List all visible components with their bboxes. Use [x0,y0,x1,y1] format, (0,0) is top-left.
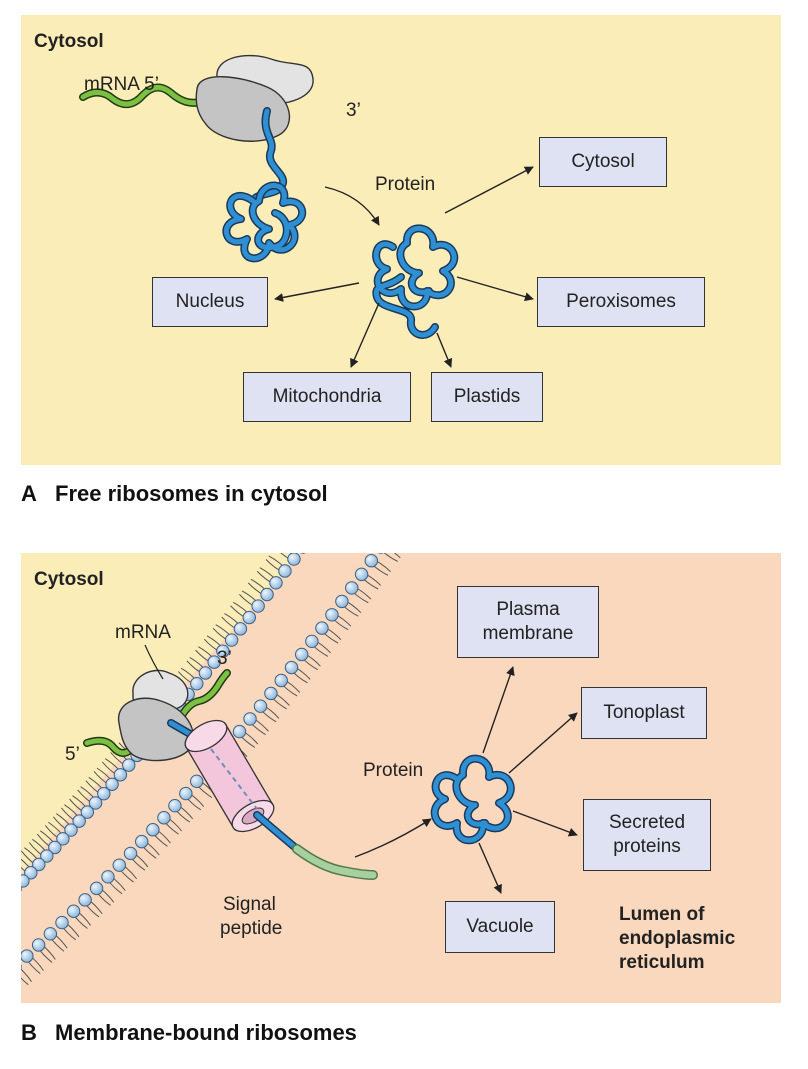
arrow-to-protein [354,818,432,858]
destination-mitochondria: Mitochondria [243,372,411,422]
protein-label: Protein [363,760,424,781]
destination-plasma-membrane: Plasma membrane [457,586,599,658]
arrow-to-tonoplast [508,712,578,774]
destination-peroxisomes: Peroxisomes [537,277,705,327]
caption-text-b: Membrane-bound ribosomes [55,1020,357,1045]
protein-label: Protein [375,174,436,195]
mrna-label: mRNA [115,622,171,643]
panel-b-artwork [21,553,578,986]
panel-b-membrane-bound-ribosomes: Cytosol mRNA 3’ 5’ Protein Signal peptid… [21,553,781,1003]
destination-cytosol: Cytosol [539,137,667,187]
folded-protein-icon [222,181,307,263]
panel-a-free-ribosomes: Cytosol mRNA 5’ 3’ Protein Cytosol Nucle… [21,15,781,465]
folded-protein-icon [372,224,459,339]
arrow-to-protein [324,186,380,226]
caption-letter-a: A [21,481,37,506]
lumen-label-line3: reticulum [619,952,705,973]
arrow-to-cytosol [444,166,534,214]
secreted-proteins-line2: proteins [613,836,681,857]
lumen-label-line1: Lumen of [619,904,705,925]
caption-b: B Membrane-bound ribosomes [21,1020,357,1046]
mrna-3-label: 3’ [346,100,361,121]
destination-tonoplast: Tonoplast [581,687,707,739]
plasma-membrane-line2: membrane [482,623,574,644]
signal-peptide-label-line1: Signal [223,894,276,915]
arrow-to-secreted-proteins [512,810,578,837]
arrow-to-vacuole [478,842,502,894]
folded-protein-icon [430,754,515,845]
signal-peptide-label-line2: peptide [220,918,283,939]
caption-text-a: Free ribosomes in cytosol [55,481,328,506]
mrna-5-label: mRNA 5’ [84,74,159,95]
caption-a: A Free ribosomes in cytosol [21,481,328,507]
plasma-membrane-line1: Plasma [496,599,560,620]
destination-plastids: Plastids [431,372,543,422]
lipid-bilayer-icon [21,553,401,986]
panel-a-artwork [79,54,534,368]
destination-vacuole: Vacuole [445,901,555,953]
arrow-to-plasma-membrane [482,666,515,754]
mrna-3-label: 3’ [217,648,232,669]
region-label-cytosol: Cytosol [34,569,104,590]
region-label-cytosol: Cytosol [34,31,104,52]
destination-nucleus: Nucleus [152,277,268,327]
caption-letter-b: B [21,1020,37,1045]
mrna-5-label: 5’ [65,744,80,765]
arrow-to-peroxisomes [456,276,534,302]
ribosome-icon [83,669,231,762]
arrow-to-plastids [436,332,453,368]
mrna-leader-line [144,644,164,680]
arrow-to-nucleus [274,282,360,302]
lumen-label-line2: endoplasmic [619,928,736,949]
ribosome-icon [79,54,314,263]
destination-secreted-proteins: Secreted proteins [583,799,711,871]
arrow-to-mitochondria [350,302,380,368]
cytosol-region [21,553,299,873]
secreted-proteins-line1: Secreted [608,812,686,833]
